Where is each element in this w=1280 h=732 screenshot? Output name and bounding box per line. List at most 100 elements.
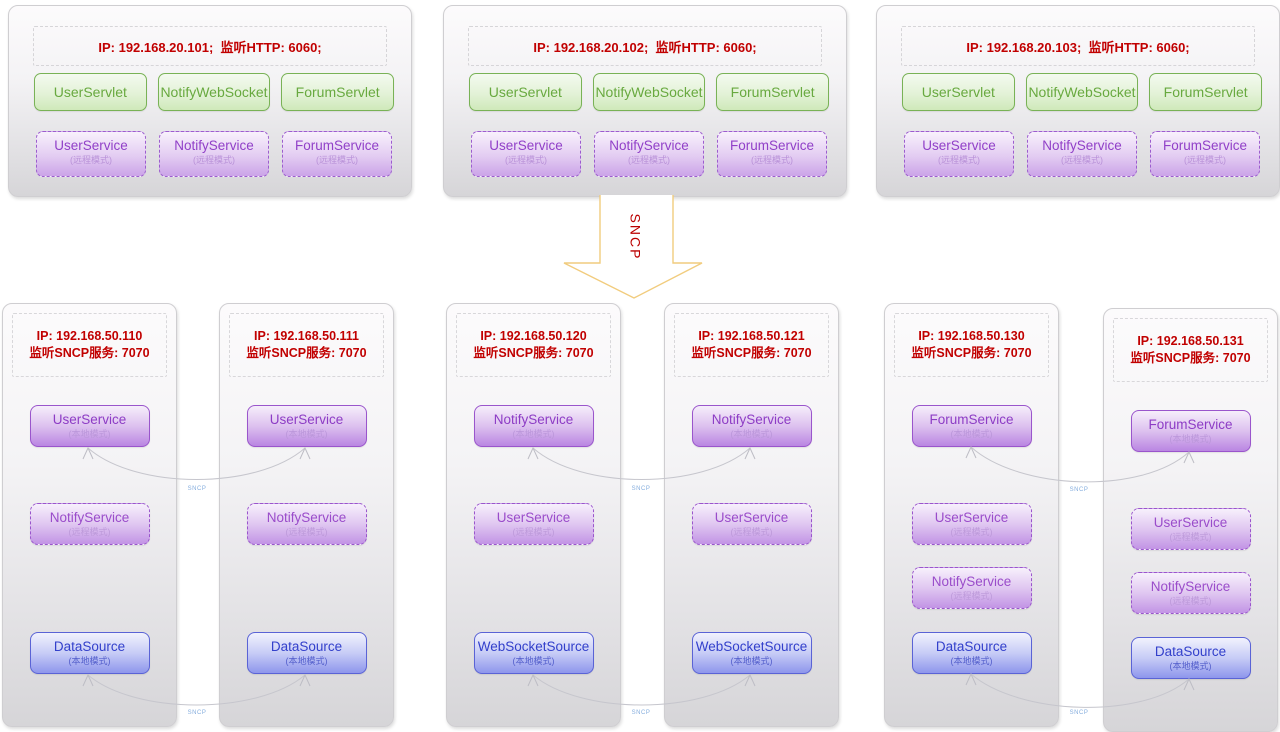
service-mode: (本地模式) bbox=[950, 429, 993, 439]
servlet-box: ForumServlet bbox=[281, 73, 395, 111]
service-name: NotifyService bbox=[1150, 579, 1231, 594]
service-mode: (本地模式) bbox=[68, 429, 111, 439]
service-name: UserService bbox=[54, 138, 128, 153]
remote-service-box: UserService (远程模式) bbox=[36, 131, 146, 177]
service-name: DataSource bbox=[53, 639, 126, 654]
servlet-box: NotifyWebSocket bbox=[592, 73, 706, 111]
sncp-node-card: IP: 192.168.50.111 监听SNCP服务: 7070 UserSe… bbox=[219, 303, 394, 727]
local-service-box: ForumService (本地模式) bbox=[1130, 410, 1251, 452]
service-name: DataSource bbox=[270, 639, 343, 654]
ip-header: IP: 192.168.20.101; 监听HTTP: 6060; bbox=[33, 26, 387, 66]
ip-header: IP: 192.168.50.120 监听SNCP服务: 7070 bbox=[456, 313, 611, 377]
sncp-node-card: IP: 192.168.50.110 监听SNCP服务: 7070 UserSe… bbox=[2, 303, 177, 727]
service-name: ForumService bbox=[929, 412, 1014, 427]
servlet-label: ForumServlet bbox=[730, 84, 815, 100]
local-service-box: UserService (本地模式) bbox=[246, 405, 367, 447]
service-name: UserService bbox=[496, 510, 571, 525]
peer-link-label: SNCP bbox=[1070, 710, 1089, 716]
ip-header: IP: 192.168.50.130 监听SNCP服务: 7070 bbox=[894, 313, 1049, 377]
remote-service-box: ForumService (远程模式) bbox=[282, 131, 392, 177]
local-service-box: ForumService (本地模式) bbox=[911, 405, 1032, 447]
service-name: NotifyService bbox=[1042, 138, 1122, 153]
service-mode: (远程模式) bbox=[938, 155, 980, 165]
service-mode: (本地模式) bbox=[730, 429, 773, 439]
service-row: UserService (远程模式) NotifyService (远程模式) … bbox=[36, 131, 392, 177]
ip-header: IP: 192.168.50.131 监听SNCP服务: 7070 bbox=[1113, 318, 1268, 382]
remote-service-box: NotifyService (远程模式) bbox=[159, 131, 269, 177]
service-mode: (远程模式) bbox=[751, 155, 793, 165]
service-name: NotifyService bbox=[609, 138, 689, 153]
sncp-node-card: IP: 192.168.50.130 监听SNCP服务: 7070 ForumS… bbox=[884, 303, 1059, 727]
service-mode: (远程模式) bbox=[1184, 155, 1226, 165]
service-name: UserService bbox=[52, 412, 127, 427]
remote-service-box: UserService (远程模式) bbox=[473, 503, 594, 545]
local-service-box: NotifyService (本地模式) bbox=[691, 405, 812, 447]
datasource-box: DataSource (本地模式) bbox=[911, 632, 1032, 674]
service-mode: (远程模式) bbox=[316, 155, 358, 165]
remote-service-box: NotifyService (远程模式) bbox=[1027, 131, 1137, 177]
local-service-box: NotifyService (本地模式) bbox=[473, 405, 594, 447]
service-name: ForumService bbox=[1148, 417, 1233, 432]
servlet-label: UserServlet bbox=[921, 84, 995, 100]
service-name: DataSource bbox=[1154, 644, 1227, 659]
remote-service-box: ForumService (远程模式) bbox=[1150, 131, 1260, 177]
service-name: NotifyService bbox=[931, 574, 1012, 589]
service-name: NotifyService bbox=[711, 412, 792, 427]
peer-link-label: SNCP bbox=[188, 486, 207, 492]
service-mode: (远程模式) bbox=[730, 527, 773, 537]
service-name: WebSocketSource bbox=[695, 639, 808, 654]
service-name: UserService bbox=[1153, 515, 1228, 530]
service-name: UserService bbox=[934, 510, 1009, 525]
service-mode: (本地模式) bbox=[285, 429, 328, 439]
ip-header-text: IP: 192.168.20.102; 监听HTTP: 6060; bbox=[533, 39, 757, 55]
service-mode: (本地模式) bbox=[1169, 434, 1212, 444]
service-mode: (本地模式) bbox=[68, 656, 111, 666]
service-mode: (本地模式) bbox=[285, 656, 328, 666]
remote-service-box: NotifyService (远程模式) bbox=[594, 131, 704, 177]
service-name: NotifyService bbox=[266, 510, 347, 525]
sncp-arrow bbox=[563, 195, 703, 299]
service-mode: (本地模式) bbox=[950, 656, 993, 666]
sncp-node-card: IP: 192.168.50.131 监听SNCP服务: 7070 ForumS… bbox=[1103, 308, 1278, 732]
service-name: ForumService bbox=[729, 138, 815, 153]
http-server-card: IP: 192.168.20.102; 监听HTTP: 6060; UserSe… bbox=[443, 5, 847, 197]
node-listen: 监听SNCP服务: 7070 bbox=[691, 346, 812, 360]
remote-service-box: UserService (远程模式) bbox=[904, 131, 1014, 177]
service-mode: (远程模式) bbox=[70, 155, 112, 165]
sncp-arrow-label: SNCP bbox=[627, 214, 643, 261]
servlet-row: UserServlet NotifyWebSocket ForumServlet bbox=[34, 73, 395, 111]
sncp-node-card: IP: 192.168.50.120 监听SNCP服务: 7070 Notify… bbox=[446, 303, 621, 727]
node-listen: 监听SNCP服务: 7070 bbox=[473, 346, 594, 360]
node-listen: 监听SNCP服务: 7070 bbox=[246, 346, 367, 360]
websocketsource-box: WebSocketSource (本地模式) bbox=[473, 632, 594, 674]
service-mode: (远程模式) bbox=[950, 527, 993, 537]
servlet-label: NotifyWebSocket bbox=[595, 84, 703, 100]
peer-link-label: SNCP bbox=[632, 710, 651, 716]
service-mode: (远程模式) bbox=[193, 155, 235, 165]
service-mode: (本地模式) bbox=[512, 656, 555, 666]
servlet-box: NotifyWebSocket bbox=[157, 73, 271, 111]
service-mode: (本地模式) bbox=[512, 429, 555, 439]
service-name: NotifyService bbox=[493, 412, 574, 427]
service-name: UserService bbox=[922, 138, 996, 153]
datasource-box: DataSource (本地模式) bbox=[246, 632, 367, 674]
service-name: NotifyService bbox=[49, 510, 130, 525]
ip-header-text: IP: 192.168.20.101; 监听HTTP: 6060; bbox=[98, 39, 322, 55]
remote-service-box: NotifyService (远程模式) bbox=[911, 567, 1032, 609]
service-name: UserService bbox=[489, 138, 563, 153]
remote-service-box: NotifyService (远程模式) bbox=[1130, 572, 1251, 614]
node-ip: IP: 192.168.50.110 bbox=[36, 329, 143, 343]
service-mode: (远程模式) bbox=[950, 591, 993, 601]
node-ip: IP: 192.168.50.131 bbox=[1137, 334, 1244, 348]
service-row: UserService (远程模式) NotifyService (远程模式) … bbox=[471, 131, 827, 177]
servlet-label: NotifyWebSocket bbox=[1028, 84, 1136, 100]
service-name: DataSource bbox=[935, 639, 1008, 654]
service-mode: (远程模式) bbox=[68, 527, 111, 537]
websocketsource-box: WebSocketSource (本地模式) bbox=[691, 632, 812, 674]
peer-link-label: SNCP bbox=[1070, 487, 1089, 493]
node-ip: IP: 192.168.50.130 bbox=[918, 329, 1025, 343]
service-mode: (远程模式) bbox=[512, 527, 555, 537]
service-mode: (本地模式) bbox=[1169, 661, 1212, 671]
servlet-label: UserServlet bbox=[488, 84, 562, 100]
